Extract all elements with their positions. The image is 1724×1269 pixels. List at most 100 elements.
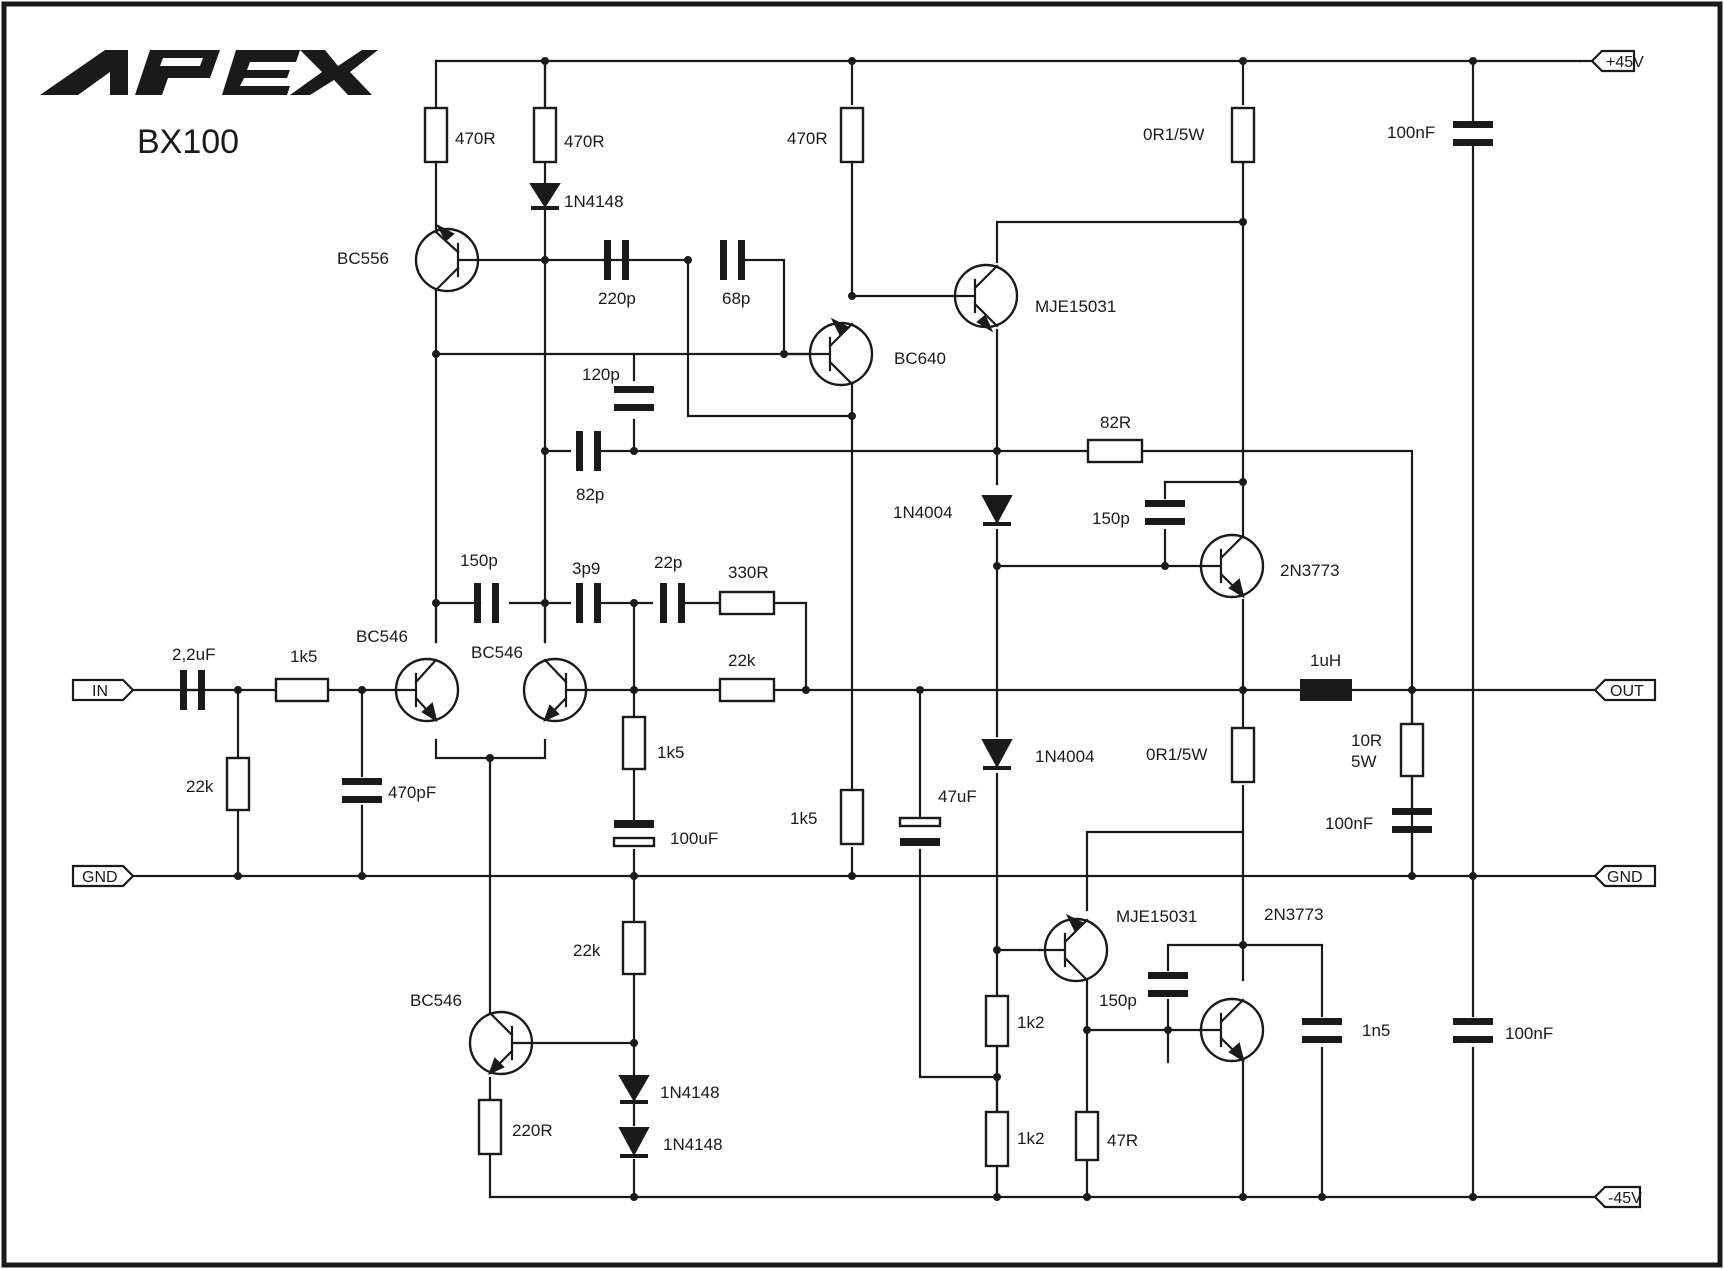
label-10r: 10R xyxy=(1351,731,1382,750)
resistor-1k5-fb xyxy=(621,715,647,771)
label-470r-vas: 470R xyxy=(787,129,828,148)
label-150p-bot-out: 150p xyxy=(1099,991,1137,1010)
resistor-470r-vas xyxy=(839,106,865,164)
label-22k-in: 22k xyxy=(186,777,214,796)
label-100uf: 100uF xyxy=(670,829,718,848)
cap-1n5 xyxy=(1302,1018,1342,1043)
label-82p: 82p xyxy=(576,485,604,504)
transistor-bc546-right xyxy=(522,657,590,723)
label-bc546-right: BC546 xyxy=(471,643,523,662)
port-pos-supply: +45V xyxy=(1578,49,1644,73)
label-100nf-top: 100nF xyxy=(1387,123,1435,142)
label-1k2-b: 1k2 xyxy=(1017,1129,1044,1148)
resistor-82r xyxy=(1086,438,1144,464)
resistor-470r-left xyxy=(423,106,449,164)
transistor-bc546-cs xyxy=(468,1010,534,1076)
model-title: BX100 xyxy=(137,123,239,161)
cap-3p9 xyxy=(576,583,601,623)
label-input: IN xyxy=(92,683,108,700)
label-output: OUT xyxy=(1610,683,1644,700)
label-bc546-left: BC546 xyxy=(356,627,408,646)
label-68p: 68p xyxy=(722,289,750,308)
label-1n4148-top: 1N4148 xyxy=(564,192,624,211)
label-0r1-top: 0R1/5W xyxy=(1143,125,1204,144)
label-47r: 47R xyxy=(1107,1131,1138,1150)
apex-logo xyxy=(40,50,378,95)
label-mje-bottom: MJE15031 xyxy=(1116,907,1197,926)
label-330r: 330R xyxy=(728,563,769,582)
label-1k5-in: 1k5 xyxy=(290,647,317,666)
transistor-bc546-left xyxy=(394,657,460,723)
label-150p-mid: 150p xyxy=(460,551,498,570)
wires xyxy=(131,59,1597,1199)
label-22p: 22p xyxy=(654,553,682,572)
transistor-mje-bottom xyxy=(1038,913,1109,983)
label-470r-left: 470R xyxy=(455,129,496,148)
label-22k-bias: 22k xyxy=(573,941,601,960)
cap-150p-bot-out xyxy=(1148,972,1188,997)
transistors xyxy=(394,223,1265,1076)
label-2n3773-top: 2N3773 xyxy=(1280,561,1340,580)
cap-82p xyxy=(576,431,601,471)
port-gnd-right: GND xyxy=(1593,864,1657,888)
resistor-220r xyxy=(477,1098,503,1156)
port-gnd-left: GND xyxy=(71,864,135,888)
transistor-2n3773-bottom xyxy=(1198,997,1265,1063)
resistor-47r xyxy=(1074,1110,1100,1162)
label-gnd-left: GND xyxy=(82,869,118,886)
label-1k2-a: 1k2 xyxy=(1017,1013,1044,1032)
label-82r: 82R xyxy=(1100,413,1131,432)
cap-100nf-bot xyxy=(1453,1018,1493,1043)
cap-100nf-top xyxy=(1453,121,1493,146)
resistor-330r xyxy=(718,590,776,616)
label-3p9: 3p9 xyxy=(572,559,600,578)
resistor-22k-in xyxy=(225,756,251,812)
diode-1n4148-bias-b xyxy=(618,1127,650,1158)
cap-150p-top-out xyxy=(1145,500,1185,525)
cap-470pf xyxy=(342,778,382,803)
label-gnd-right: GND xyxy=(1607,869,1643,886)
cap-120p xyxy=(614,386,654,411)
label-pos-supply: +45V xyxy=(1606,54,1644,71)
label-22k-fb: 22k xyxy=(728,651,756,670)
label-1uh: 1uH xyxy=(1310,651,1341,670)
resistor-10r-zobel xyxy=(1399,722,1425,778)
resistor-22k-fb xyxy=(718,677,776,703)
label-2n3773-bottom: 2N3773 xyxy=(1264,905,1324,924)
junction-dots xyxy=(234,57,1477,1201)
label-1k5-vas: 1k5 xyxy=(790,809,817,828)
diode-1n4004-a xyxy=(981,495,1013,526)
label-1n4004-a: 1N4004 xyxy=(893,503,953,522)
diode-1n4004-b xyxy=(981,739,1013,770)
resistor-1k2-b xyxy=(984,1110,1010,1168)
label-150p-top-out: 150p xyxy=(1092,509,1130,528)
cap-150p-mid xyxy=(474,583,499,623)
label-bc640: BC640 xyxy=(894,349,946,368)
resistor-1k2-a xyxy=(984,994,1010,1048)
label-neg-supply: -45V xyxy=(1608,1190,1642,1207)
cap-2u2 xyxy=(180,670,205,710)
resistor-0r1-bottom xyxy=(1230,726,1256,784)
capacitors xyxy=(180,121,1493,1043)
port-neg-supply: -45V xyxy=(1593,1185,1642,1209)
label-1n4004-b: 1N4004 xyxy=(1035,747,1095,766)
label-1n5: 1n5 xyxy=(1362,1021,1390,1040)
transistor-bc640 xyxy=(808,317,874,387)
diode-1n4148-bias-a xyxy=(618,1075,650,1104)
label-mje-top: MJE15031 xyxy=(1035,297,1116,316)
label-120p: 120p xyxy=(582,365,620,384)
cap-100uf xyxy=(612,820,656,848)
label-100nf-bot: 100nF xyxy=(1505,1024,1553,1043)
label-0r1-bottom: 0R1/5W xyxy=(1146,745,1207,764)
label-1k5-fb: 1k5 xyxy=(657,743,684,762)
label-47uf: 47uF xyxy=(938,787,977,806)
resistors xyxy=(225,106,1425,1168)
label-bc556: BC556 xyxy=(337,249,389,268)
cap-47uf xyxy=(898,816,942,846)
resistor-22k-bias xyxy=(621,920,647,976)
transistor-mje-top xyxy=(950,263,1019,333)
port-input: IN xyxy=(71,678,135,702)
transistor-2n3773-top xyxy=(1198,533,1265,599)
